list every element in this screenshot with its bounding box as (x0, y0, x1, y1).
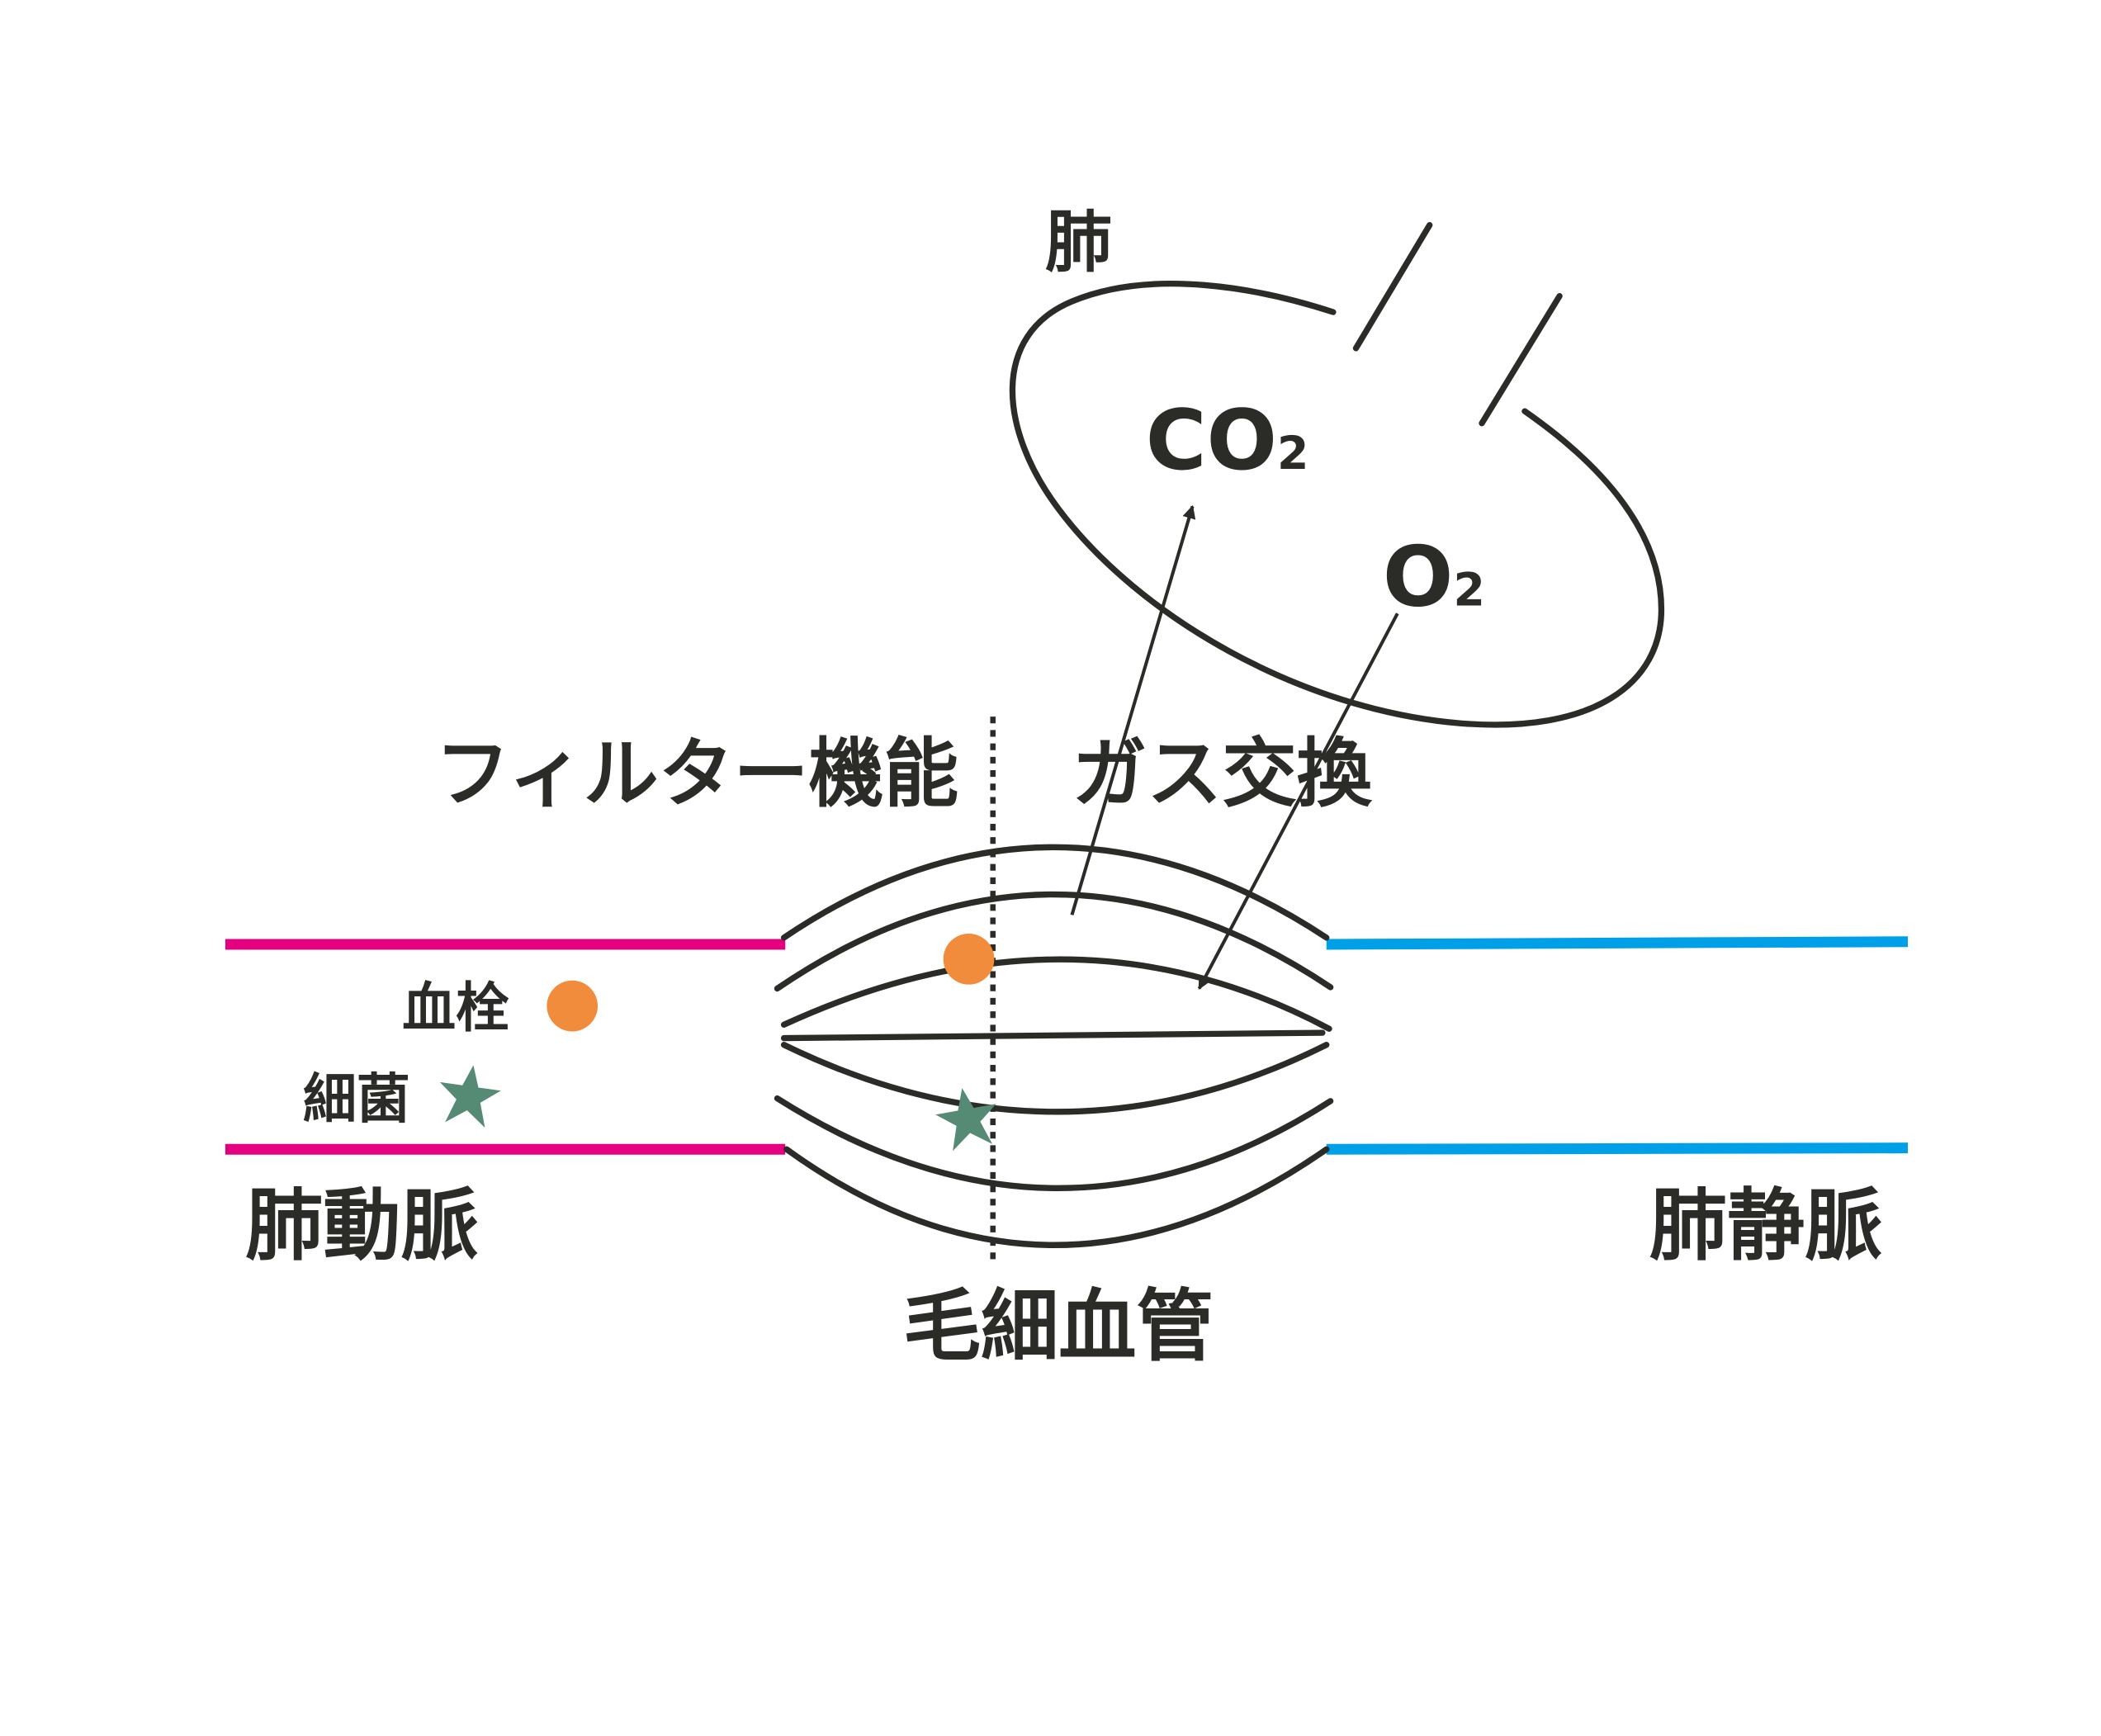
gas-exchange-label: ガス交換 (1072, 731, 1373, 818)
lung-outline (1009, 281, 1665, 728)
pulmonary-vein-label: 肺静脈 (1649, 1181, 1882, 1271)
capillary-bundle (774, 844, 1334, 1248)
bacteria-star-icon (935, 1088, 996, 1152)
lung-label: 肺 (1045, 204, 1112, 281)
co2-label: CO2 (1146, 392, 1309, 489)
o2-arrow (1197, 613, 1399, 990)
airway-line (1479, 292, 1563, 427)
pulmonary-artery-label: 肺動脈 (245, 1181, 478, 1271)
filter-function-label: フィルター機能 (435, 731, 958, 818)
o2-label: O2 (1383, 528, 1485, 625)
thrombus-icon (943, 934, 995, 985)
pulmonary-vein-wall (1326, 936, 1909, 950)
capillary-label: 毛細血管 (903, 1282, 1214, 1372)
bacteria-star-icon (439, 1065, 501, 1128)
pulmonary-vein-wall (1326, 1142, 1909, 1155)
airway-line (1352, 221, 1433, 352)
bacteria-label: 細菌 (303, 1068, 410, 1130)
thrombus-label: 血栓 (402, 977, 509, 1039)
thrombus-icon (547, 980, 599, 1032)
